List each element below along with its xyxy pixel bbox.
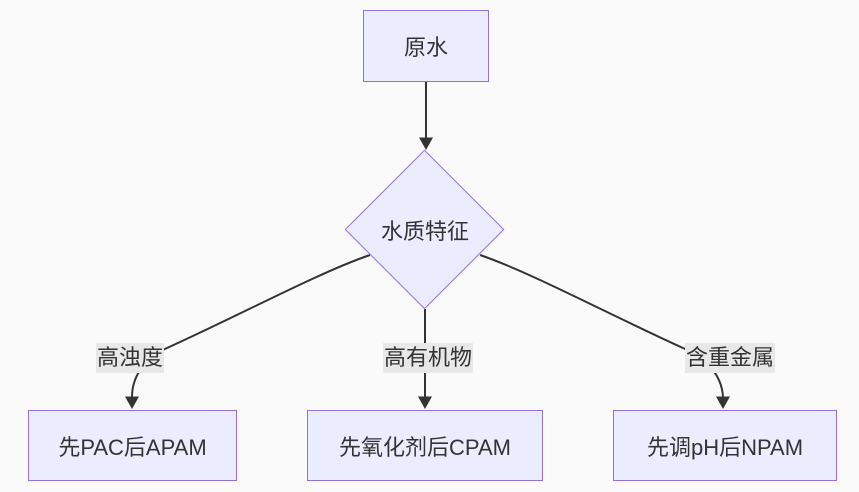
node-raw-water-label: 原水 [403,35,448,60]
edge-decision-to-right [479,254,724,398]
node-outcome-middle: 先氧化剂后CPAM [307,410,543,481]
node-outcome-left: 先PAC后APAM [28,410,237,481]
edge-decision-to-left [131,254,371,398]
arrowhead-left-icon [125,396,139,409]
arrowhead-decision-icon [419,137,433,150]
node-outcome-middle-label: 先氧化剂后CPAM [339,434,511,460]
edge-label-heavy-metals: 含重金属 [684,343,776,373]
decision-diamond-label: 水质特征 [380,219,470,244]
node-outcome-right: 先调pH后NPAM [613,410,837,481]
arrowhead-middle-icon [418,396,432,409]
node-outcome-left-label: 先PAC后APAM [58,434,207,460]
arrowhead-right-icon [716,396,730,409]
edge-label-high-organics: 高有机物 [382,343,474,373]
node-outcome-right-label: 先调pH后NPAM [646,434,804,460]
node-raw-water: 原水 [363,10,489,82]
edge-label-high-turbidity: 高浊度 [95,343,165,373]
